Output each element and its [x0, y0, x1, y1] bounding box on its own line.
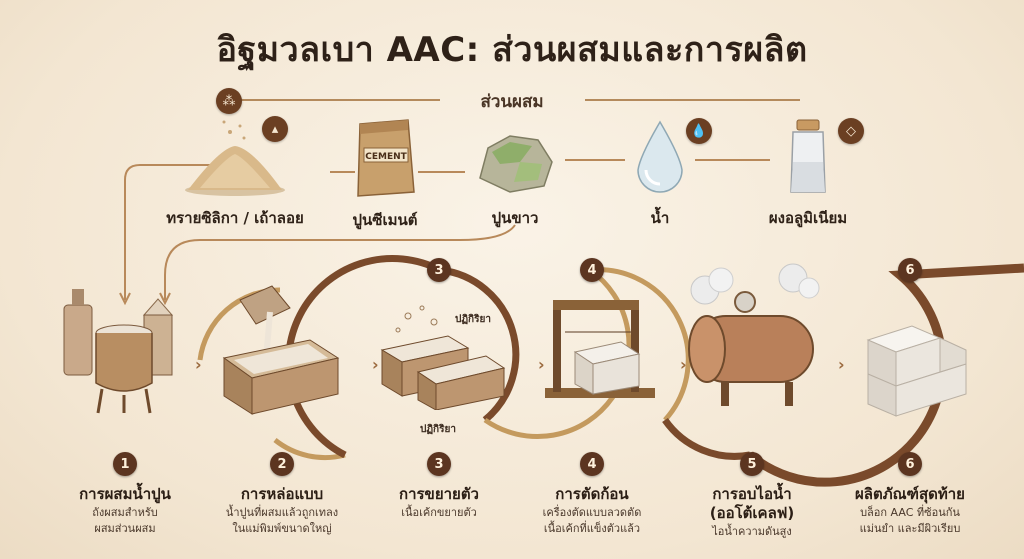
stage-badge-3: 3: [427, 258, 451, 282]
step-expansion: การขยายตัว เนื้อเค้กขยายตัว: [359, 485, 519, 520]
step-desc-line: เนื้อเค้กขยายตัว: [401, 506, 477, 519]
ingredient-cement: CEMENT ปูนซีเมนต์: [305, 118, 465, 232]
ingredient-label: ผงอลูมิเนียม: [768, 209, 848, 227]
sand-pile-icon: [185, 120, 285, 196]
step-autoclave: การอบไอน้ำ (ออโต้เคลฟ) ไอน้ำความดันสูง: [672, 485, 832, 539]
powder-jar-icon: [790, 119, 826, 193]
step-desc-line: บล็อก AAC ที่ซ้อนกัน: [860, 506, 960, 519]
casting-mold-illustration: [222, 285, 340, 415]
gem-icon: ◇: [838, 118, 864, 144]
step-title: การหล่อแบบ: [240, 485, 324, 503]
chevron-right-icon: ›: [372, 355, 379, 374]
aac-blocks-illustration: [866, 325, 967, 417]
step-desc-line: เครื่องตัดแบบลวดตัด: [542, 506, 642, 519]
step-desc-line: แม่นยำ และมีผิวเรียบ: [859, 522, 961, 535]
subtitle-line-left: [225, 99, 440, 101]
step-mixing: การผสมน้ำปูน ถังผสมสำหรับ ผสมส่วนผสม: [45, 485, 205, 536]
drop-icon: 💧: [686, 118, 712, 144]
step-number-3: 3: [427, 452, 451, 476]
step-title: ผลิตภัณฑ์สุดท้าย: [855, 485, 965, 503]
step-desc-line: ในแม่พิมพ์ขนาดใหญ่: [232, 522, 332, 535]
cement-bag-text: CEMENT: [365, 152, 407, 162]
ingredient-label: ปูนซีเมนต์: [352, 211, 418, 229]
step-number-2: 2: [270, 452, 294, 476]
step-title: การขยายตัว: [399, 485, 479, 503]
lime-rock-icon: [479, 135, 553, 193]
ingredient-water: น้ำ: [580, 118, 740, 230]
page-title: อิฐมวลเบา AAC: ส่วนผสมและการผลิต: [216, 30, 808, 70]
step-final-product: ผลิตภัณฑ์สุดท้าย บล็อก AAC ที่ซ้อนกัน แม…: [830, 485, 990, 536]
grain-icon: ▴: [262, 116, 288, 142]
reaction-label-top: ปฏิกิริยา: [455, 314, 491, 325]
ingredient-sand: ทรายซิลิกา / เถ้าลอย: [155, 118, 315, 230]
step-title: การผสมน้ำปูน: [79, 485, 171, 503]
step-number-5: 5: [740, 452, 764, 476]
chevron-right-icon: ›: [195, 355, 202, 374]
autoclave-illustration: [688, 263, 820, 406]
chevron-right-icon: ›: [680, 355, 687, 374]
step-casting: การหล่อแบบ น้ำปูนที่ผสมแล้วถูกเทลง ในแม่…: [202, 485, 362, 536]
step-title: การอบไอน้ำ: [712, 485, 792, 503]
stage-badge-4: 4: [580, 258, 604, 282]
step-number-4: 4: [580, 452, 604, 476]
grain-icon: ⁂: [216, 88, 242, 114]
subtitle: ส่วนผสม: [480, 92, 544, 112]
step-desc-line: ไอน้ำความดันสูง: [712, 525, 792, 538]
reaction-label-bottom: ปฏิกิริยา: [420, 424, 456, 435]
ingredient-label: ปูนขาว: [491, 209, 539, 227]
step-cutting: การตัดก้อน เครื่องตัดแบบลวดตัด เนื้อเค้ก…: [512, 485, 672, 536]
cement-bag-icon: CEMENT: [357, 119, 415, 197]
ingredient-lime: ปูนขาว: [435, 118, 595, 230]
expansion-mold-illustration: [380, 305, 506, 410]
ingredient-label: ทรายซิลิกา / เถ้าลอย: [166, 209, 304, 227]
step-title-2: (ออโต้เคลฟ): [709, 504, 795, 522]
step-number-1: 1: [113, 452, 137, 476]
step-desc-line: ผสมส่วนผสม: [94, 522, 156, 535]
stage-badge-6: 6: [898, 258, 922, 282]
ingredient-aluminium: ผงอลูมิเนียม: [728, 118, 888, 230]
water-drop-icon: [637, 120, 683, 193]
chevron-right-icon: ›: [538, 355, 545, 374]
step-number-6: 6: [898, 452, 922, 476]
step-title: การตัดก้อน: [555, 485, 629, 503]
wire-cutter-illustration: [545, 300, 655, 398]
chevron-right-icon: ›: [838, 355, 845, 374]
step-desc-line: น้ำปูนที่ผสมแล้วถูกเทลง: [225, 506, 339, 519]
subtitle-line-right: [585, 99, 800, 101]
ingredient-label: น้ำ: [650, 209, 670, 227]
step-desc-line: เนื้อเค้กที่แข็งตัวแล้ว: [543, 522, 641, 535]
step-desc-line: ถังผสมสำหรับ: [92, 506, 158, 519]
mixing-tank-illustration: [63, 289, 174, 414]
